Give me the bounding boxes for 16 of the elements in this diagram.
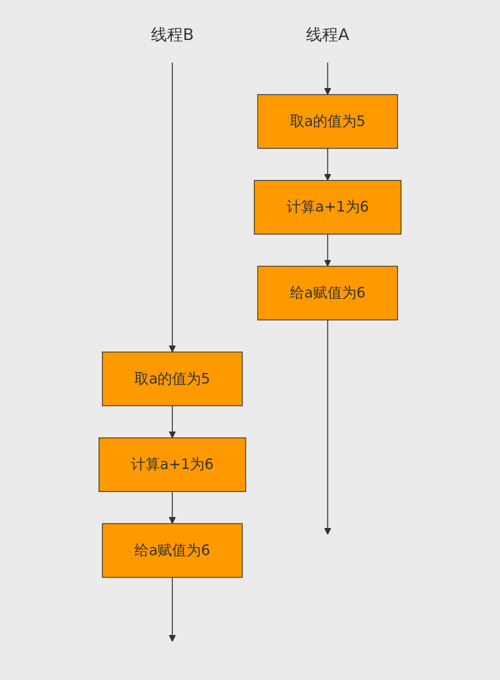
arrow [168, 405, 176, 438]
arrow [324, 319, 332, 535]
arrow [168, 491, 176, 524]
node-box: 给a赋值为6 [257, 266, 398, 320]
node-text: 线程B [150, 24, 194, 44]
arrow [168, 576, 176, 642]
arrow [168, 62, 176, 352]
node-text: 线程A [306, 24, 350, 44]
node-box: 计算a+1为6 [254, 180, 402, 235]
node-box: 计算a+1为6 [98, 437, 246, 492]
arrow [324, 234, 332, 267]
node-box: 取a的值为5 [102, 352, 243, 406]
node-box: 给a赋值为6 [102, 523, 243, 578]
arrow [324, 62, 332, 95]
arrow [324, 148, 332, 181]
node-box: 取a的值为5 [257, 94, 398, 149]
